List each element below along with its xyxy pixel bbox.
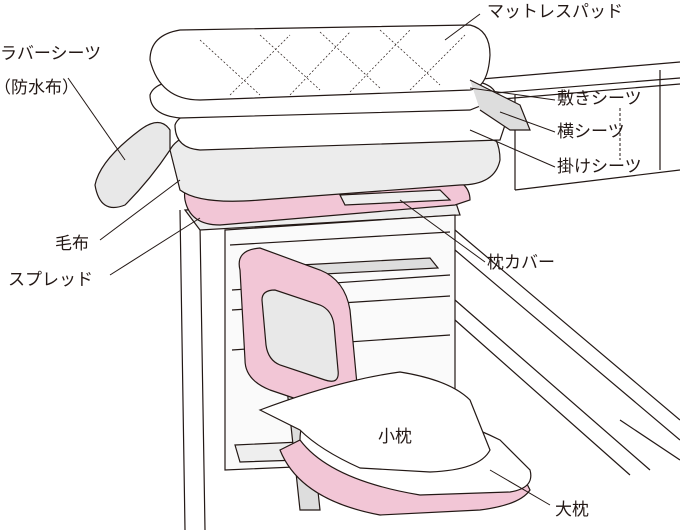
label-top-sheet: 掛けシーツ — [557, 157, 642, 177]
label-bottom-sheet: 敷きシーツ — [557, 89, 642, 109]
label-mattress-pad: マットレスパッド — [487, 2, 623, 22]
label-bedspread: スプレッド — [8, 270, 93, 290]
label-rubber-sheet: ラバーシーツ — [0, 44, 102, 64]
leader-lines — [67, 13, 621, 506]
label-rubber-sheet-note: （防水布） — [0, 78, 79, 98]
pillows — [258, 371, 532, 496]
label-draw-sheet: 横シーツ — [557, 122, 625, 142]
linen-stack — [94, 24, 531, 226]
label-blanket: 毛布 — [55, 234, 89, 254]
label-small-pillow: 小枕 — [378, 427, 412, 447]
label-pillowcase: 枕カバー — [487, 253, 555, 273]
label-large-pillow: 大枕 — [555, 500, 589, 520]
bed-frame — [454, 61, 680, 476]
